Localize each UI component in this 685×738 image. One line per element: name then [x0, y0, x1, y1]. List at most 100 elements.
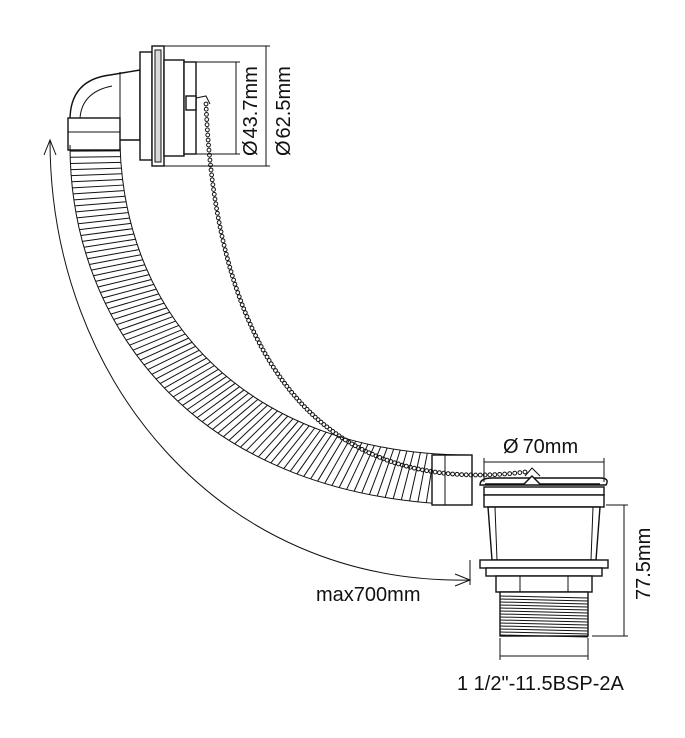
hose-rib: [87, 249, 140, 260]
waste-height-label: 77.5mm: [633, 528, 655, 600]
chain-bead: [301, 404, 307, 410]
hose-rib: [105, 288, 157, 304]
hose-rib: [289, 429, 321, 472]
chain-bead: [219, 233, 225, 239]
chain-bead: [266, 358, 272, 363]
hose-rib: [136, 333, 186, 356]
chain-bead: [441, 470, 447, 476]
waste-body: [479, 467, 609, 638]
hose-rib: [164, 361, 211, 389]
hose-rib: [110, 298, 162, 315]
hose-rib: [80, 228, 133, 237]
hose-rib: [303, 433, 333, 477]
chain-bead: [336, 433, 342, 439]
hose-rib: [78, 217, 130, 225]
chain-bead: [217, 224, 223, 230]
chain-bead: [215, 210, 220, 216]
chain-bead: [235, 290, 241, 295]
chain-bead: [512, 470, 518, 476]
chain-bead: [507, 471, 513, 477]
chain-bead: [227, 264, 233, 270]
hose-rib: [70, 161, 121, 164]
hose-rib: [143, 341, 193, 366]
chain-bead: [216, 220, 222, 225]
chain-bead: [204, 111, 209, 117]
chain-bead: [209, 172, 215, 178]
hose-rib: [251, 415, 289, 455]
chain-bead: [291, 392, 297, 398]
hose-rib: [119, 311, 170, 331]
thread-line: [499, 625, 589, 629]
chain-bead: [279, 377, 285, 383]
chain-bead: [522, 469, 528, 475]
hose-rib: [79, 222, 132, 231]
chain-bead: [204, 117, 210, 122]
chain-bead: [315, 417, 321, 423]
thread-line: [499, 613, 589, 617]
hose-rib: [116, 307, 168, 326]
chain-bead: [212, 196, 218, 202]
hose-rib: [85, 243, 138, 254]
hose-rib: [368, 447, 388, 495]
hose-rib: [409, 452, 421, 502]
hose-rib: [177, 372, 223, 402]
chain-bead: [264, 354, 270, 360]
hose-rib: [264, 420, 299, 461]
hose-rib: [83, 238, 136, 248]
hose-rib: [182, 376, 227, 406]
chain-bead: [339, 435, 345, 441]
chain-bead: [220, 238, 226, 244]
chain-bead: [262, 351, 268, 356]
hose-rib: [201, 389, 245, 423]
chain-bead: [396, 461, 401, 467]
chain-bead: [289, 389, 295, 395]
hose-rib: [70, 167, 122, 171]
hose-rib: [191, 382, 236, 415]
chain-bead: [228, 269, 234, 274]
plug-chain: [203, 101, 528, 478]
thread-line: [499, 619, 589, 623]
chain-bead: [229, 273, 235, 279]
chain-bead: [260, 347, 266, 353]
chain-bead: [312, 414, 318, 420]
hose-rib: [91, 259, 143, 271]
hose-rib: [74, 201, 127, 207]
hose-rib: [223, 401, 264, 438]
chain-bead: [218, 229, 224, 235]
chain-bead: [454, 471, 460, 477]
chain-bead: [282, 380, 287, 386]
flexible-hose: [69, 144, 473, 506]
chain-bead: [238, 298, 244, 304]
chain-bead: [428, 468, 434, 474]
hose-rib: [113, 302, 165, 320]
chain-bead: [249, 325, 255, 331]
chain-bead: [221, 242, 227, 248]
chain-bead: [226, 260, 231, 266]
chain-bead: [207, 157, 213, 163]
hose-rib: [155, 353, 204, 380]
hose-rib: [126, 320, 176, 341]
hose-rib: [392, 450, 408, 499]
chain-bead: [254, 336, 260, 342]
chain-bead: [299, 401, 305, 407]
hose-rib: [283, 427, 316, 469]
chain-bead: [211, 191, 217, 197]
thread-spec-label: 1 1/2"-11.5BSP-2A: [457, 673, 624, 695]
chain-bead: [277, 374, 283, 380]
chain-bead: [296, 398, 302, 404]
thread-line: [499, 598, 589, 602]
hose-rib: [73, 195, 126, 201]
chain-bead: [241, 306, 247, 312]
chain-bead: [207, 152, 212, 158]
chain-bead: [203, 101, 209, 107]
thread-line: [499, 631, 589, 635]
chain-bead: [208, 162, 213, 168]
hose-rib: [310, 435, 339, 480]
thread-line: [499, 595, 589, 599]
hose-rib: [93, 264, 145, 277]
hose-ribs: [70, 150, 464, 505]
chain-bead: [258, 344, 264, 349]
chain-bead: [492, 472, 498, 478]
hose-rib: [82, 233, 134, 242]
hose-rib: [384, 449, 401, 498]
